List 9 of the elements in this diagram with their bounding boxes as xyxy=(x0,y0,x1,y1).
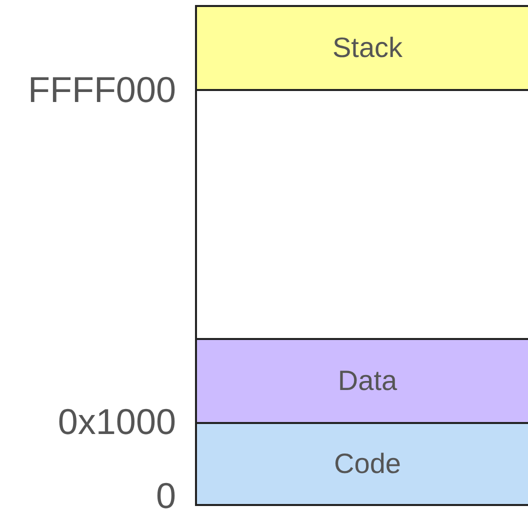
address-label: 0x1000 xyxy=(58,402,176,442)
address-label: FFFF000 xyxy=(28,70,176,110)
segment-label: Stack xyxy=(332,32,403,64)
memory-segment xyxy=(195,338,528,424)
memory-segment xyxy=(195,5,528,91)
address-label: 0 xyxy=(156,476,176,515)
segment-label: Data xyxy=(338,365,398,397)
segment-label: Code xyxy=(334,448,401,480)
memory-segment xyxy=(195,422,528,506)
